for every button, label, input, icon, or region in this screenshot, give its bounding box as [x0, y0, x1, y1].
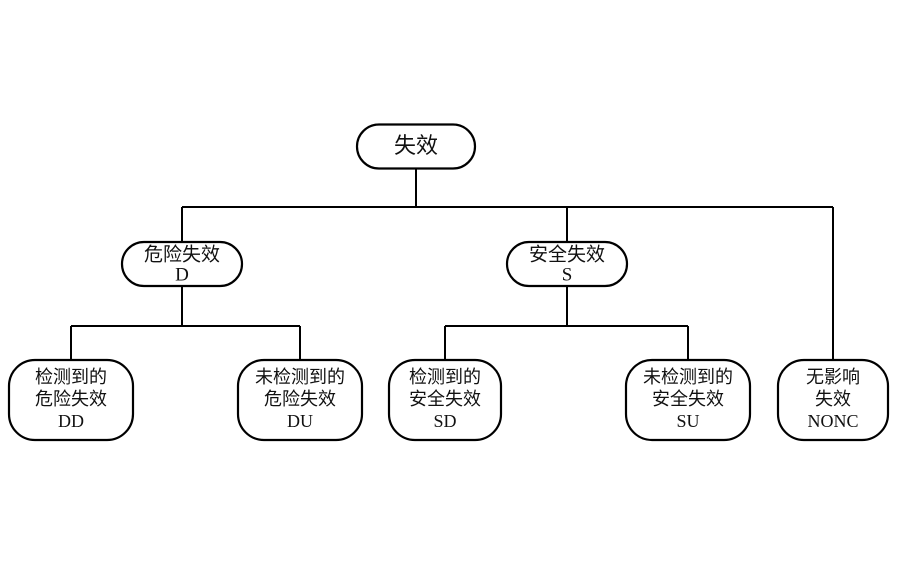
node-undetected-dangerous-failure-shape — [236, 358, 364, 442]
node-undetected-safe-failure-line2: 安全失效 — [652, 389, 724, 409]
node-failure-shape — [355, 123, 477, 170]
connector-layer — [70, 168, 834, 360]
node-detected-safe-failure-line2: 安全失效 — [409, 389, 481, 409]
node-no-effect-failure-shape — [776, 358, 890, 442]
node-dangerous-failure[interactable]: 危险失效 D — [120, 240, 244, 288]
node-detected-safe-failure[interactable]: 检测到的 安全失效 SD — [387, 358, 503, 442]
node-undetected-safe-failure-shape — [624, 358, 752, 442]
node-undetected-dangerous-failure-code: DU — [287, 411, 313, 431]
node-detected-dangerous-failure-shape — [7, 358, 135, 442]
node-no-effect-failure[interactable]: 无影响 失效 NONC — [776, 358, 890, 442]
node-detected-safe-failure-code: SD — [433, 411, 456, 431]
node-no-effect-failure-line2: 失效 — [815, 389, 851, 409]
node-undetected-dangerous-failure[interactable]: 未检测到的 危险失效 DU — [236, 358, 364, 442]
node-failure-label: 失效 — [394, 133, 438, 158]
node-dangerous-failure-shape — [120, 240, 244, 288]
node-detected-dangerous-failure-code: DD — [58, 411, 84, 431]
node-undetected-dangerous-failure-line1: 未检测到的 — [255, 367, 345, 387]
node-safe-failure-code: S — [562, 264, 573, 285]
node-undetected-safe-failure-code: SU — [676, 411, 699, 431]
node-detected-safe-failure-line1: 检测到的 — [409, 367, 481, 387]
node-undetected-safe-failure[interactable]: 未检测到的 安全失效 SU — [624, 358, 752, 442]
node-detected-dangerous-failure-line2: 危险失效 — [35, 389, 107, 409]
node-detected-dangerous-failure[interactable]: 检测到的 危险失效 DD — [7, 358, 135, 442]
node-detected-dangerous-failure-line1: 检测到的 — [35, 367, 107, 387]
node-dangerous-failure-label: 危险失效 — [144, 243, 220, 265]
node-undetected-safe-failure-line1: 未检测到的 — [643, 367, 733, 387]
node-safe-failure[interactable]: 安全失效 S — [505, 240, 629, 288]
node-detected-safe-failure-shape — [387, 358, 503, 442]
node-dangerous-failure-code: D — [175, 264, 189, 285]
node-safe-failure-shape — [505, 240, 629, 288]
node-no-effect-failure-line1: 无影响 — [806, 367, 860, 387]
node-undetected-dangerous-failure-line2: 危险失效 — [264, 389, 336, 409]
node-no-effect-failure-code: NONC — [807, 411, 858, 431]
node-failure[interactable]: 失效 — [355, 123, 477, 170]
node-safe-failure-label: 安全失效 — [529, 243, 605, 265]
